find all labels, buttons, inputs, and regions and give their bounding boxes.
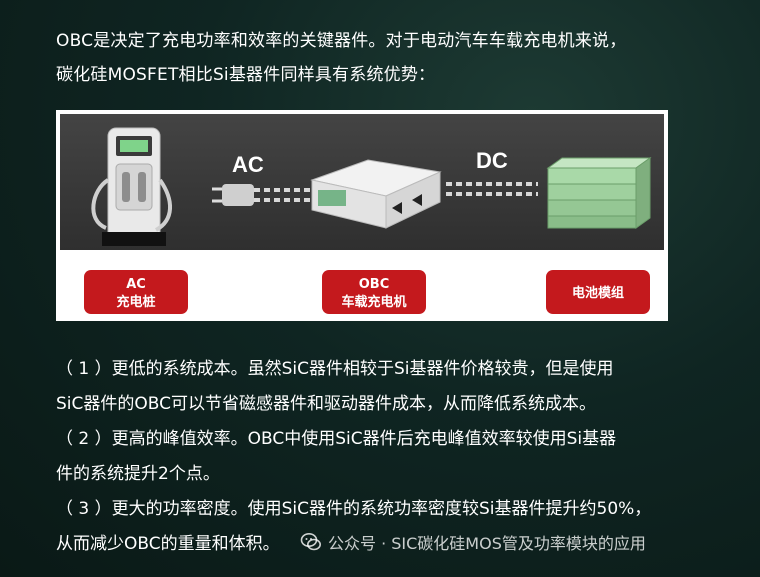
badge-obc: OBC 车载充电机 [322,270,426,314]
wechat-icon [300,533,321,551]
svg-text:充电桩: 充电桩 [116,294,155,310]
badge-ac-charger: AC 充电桩 [84,270,188,314]
obc-diagram-figure: AC DC [56,110,668,321]
charging-station-icon [91,127,173,246]
obc-diagram-svg: AC DC [60,114,664,314]
point-3-line-2: 从而减少OBC的重量和体积。 [56,534,280,554]
badge-battery-module: 电池模组 [546,270,650,314]
advantages-list: （ 1 ）更低的系统成本。虽然SiC器件相较于Si基器件价格较贵，但是使用 Si… [56,352,746,562]
dc-cable [446,182,538,196]
point-1-line-2: SiC器件的OBC可以节省磁感器件和驱动器件成本，从而降低系统成本。 [56,394,596,414]
svg-text:OBC: OBC [359,277,390,292]
watermark-text: 公众号 · SIC碳化硅MOS管及功率模块的应用 [328,534,646,553]
intro-line-1: OBC是决定了充电功率和效率的关键器件。对于电动汽车车载充电机来说， [56,31,627,51]
point-2-line-2: 件的系统提升2个点。 [56,464,220,484]
ac-cable [212,184,311,206]
point-2-line-1: （ 2 ）更高的峰值效率。OBC中使用SiC器件后充电峰值效率较使用Si基器 [56,429,617,449]
watermark: 公众号 · SIC碳化硅MOS管及功率模块的应用 [300,530,646,554]
svg-text:车载充电机: 车载充电机 [341,294,406,310]
ac-label: AC [232,152,264,177]
battery-module-icon [546,157,652,229]
dc-label: DC [476,148,508,173]
point-3-line-1: （ 3 ）更大的功率密度。使用SiC器件的系统功率密度较Si基器件提升约50%， [56,499,652,519]
obc-unit-icon [310,159,442,229]
svg-text:电池模组: 电池模组 [572,285,624,301]
svg-text:AC: AC [126,277,146,292]
intro-paragraph: OBC是决定了充电功率和效率的关键器件。对于电动汽车车载充电机来说， 碳化硅MO… [56,24,736,92]
point-1-line-1: （ 1 ）更低的系统成本。虽然SiC器件相较于Si基器件价格较贵，但是使用 [56,359,614,379]
intro-line-2: 碳化硅MOSFET相比Si基器件同样具有系统优势： [56,65,436,85]
